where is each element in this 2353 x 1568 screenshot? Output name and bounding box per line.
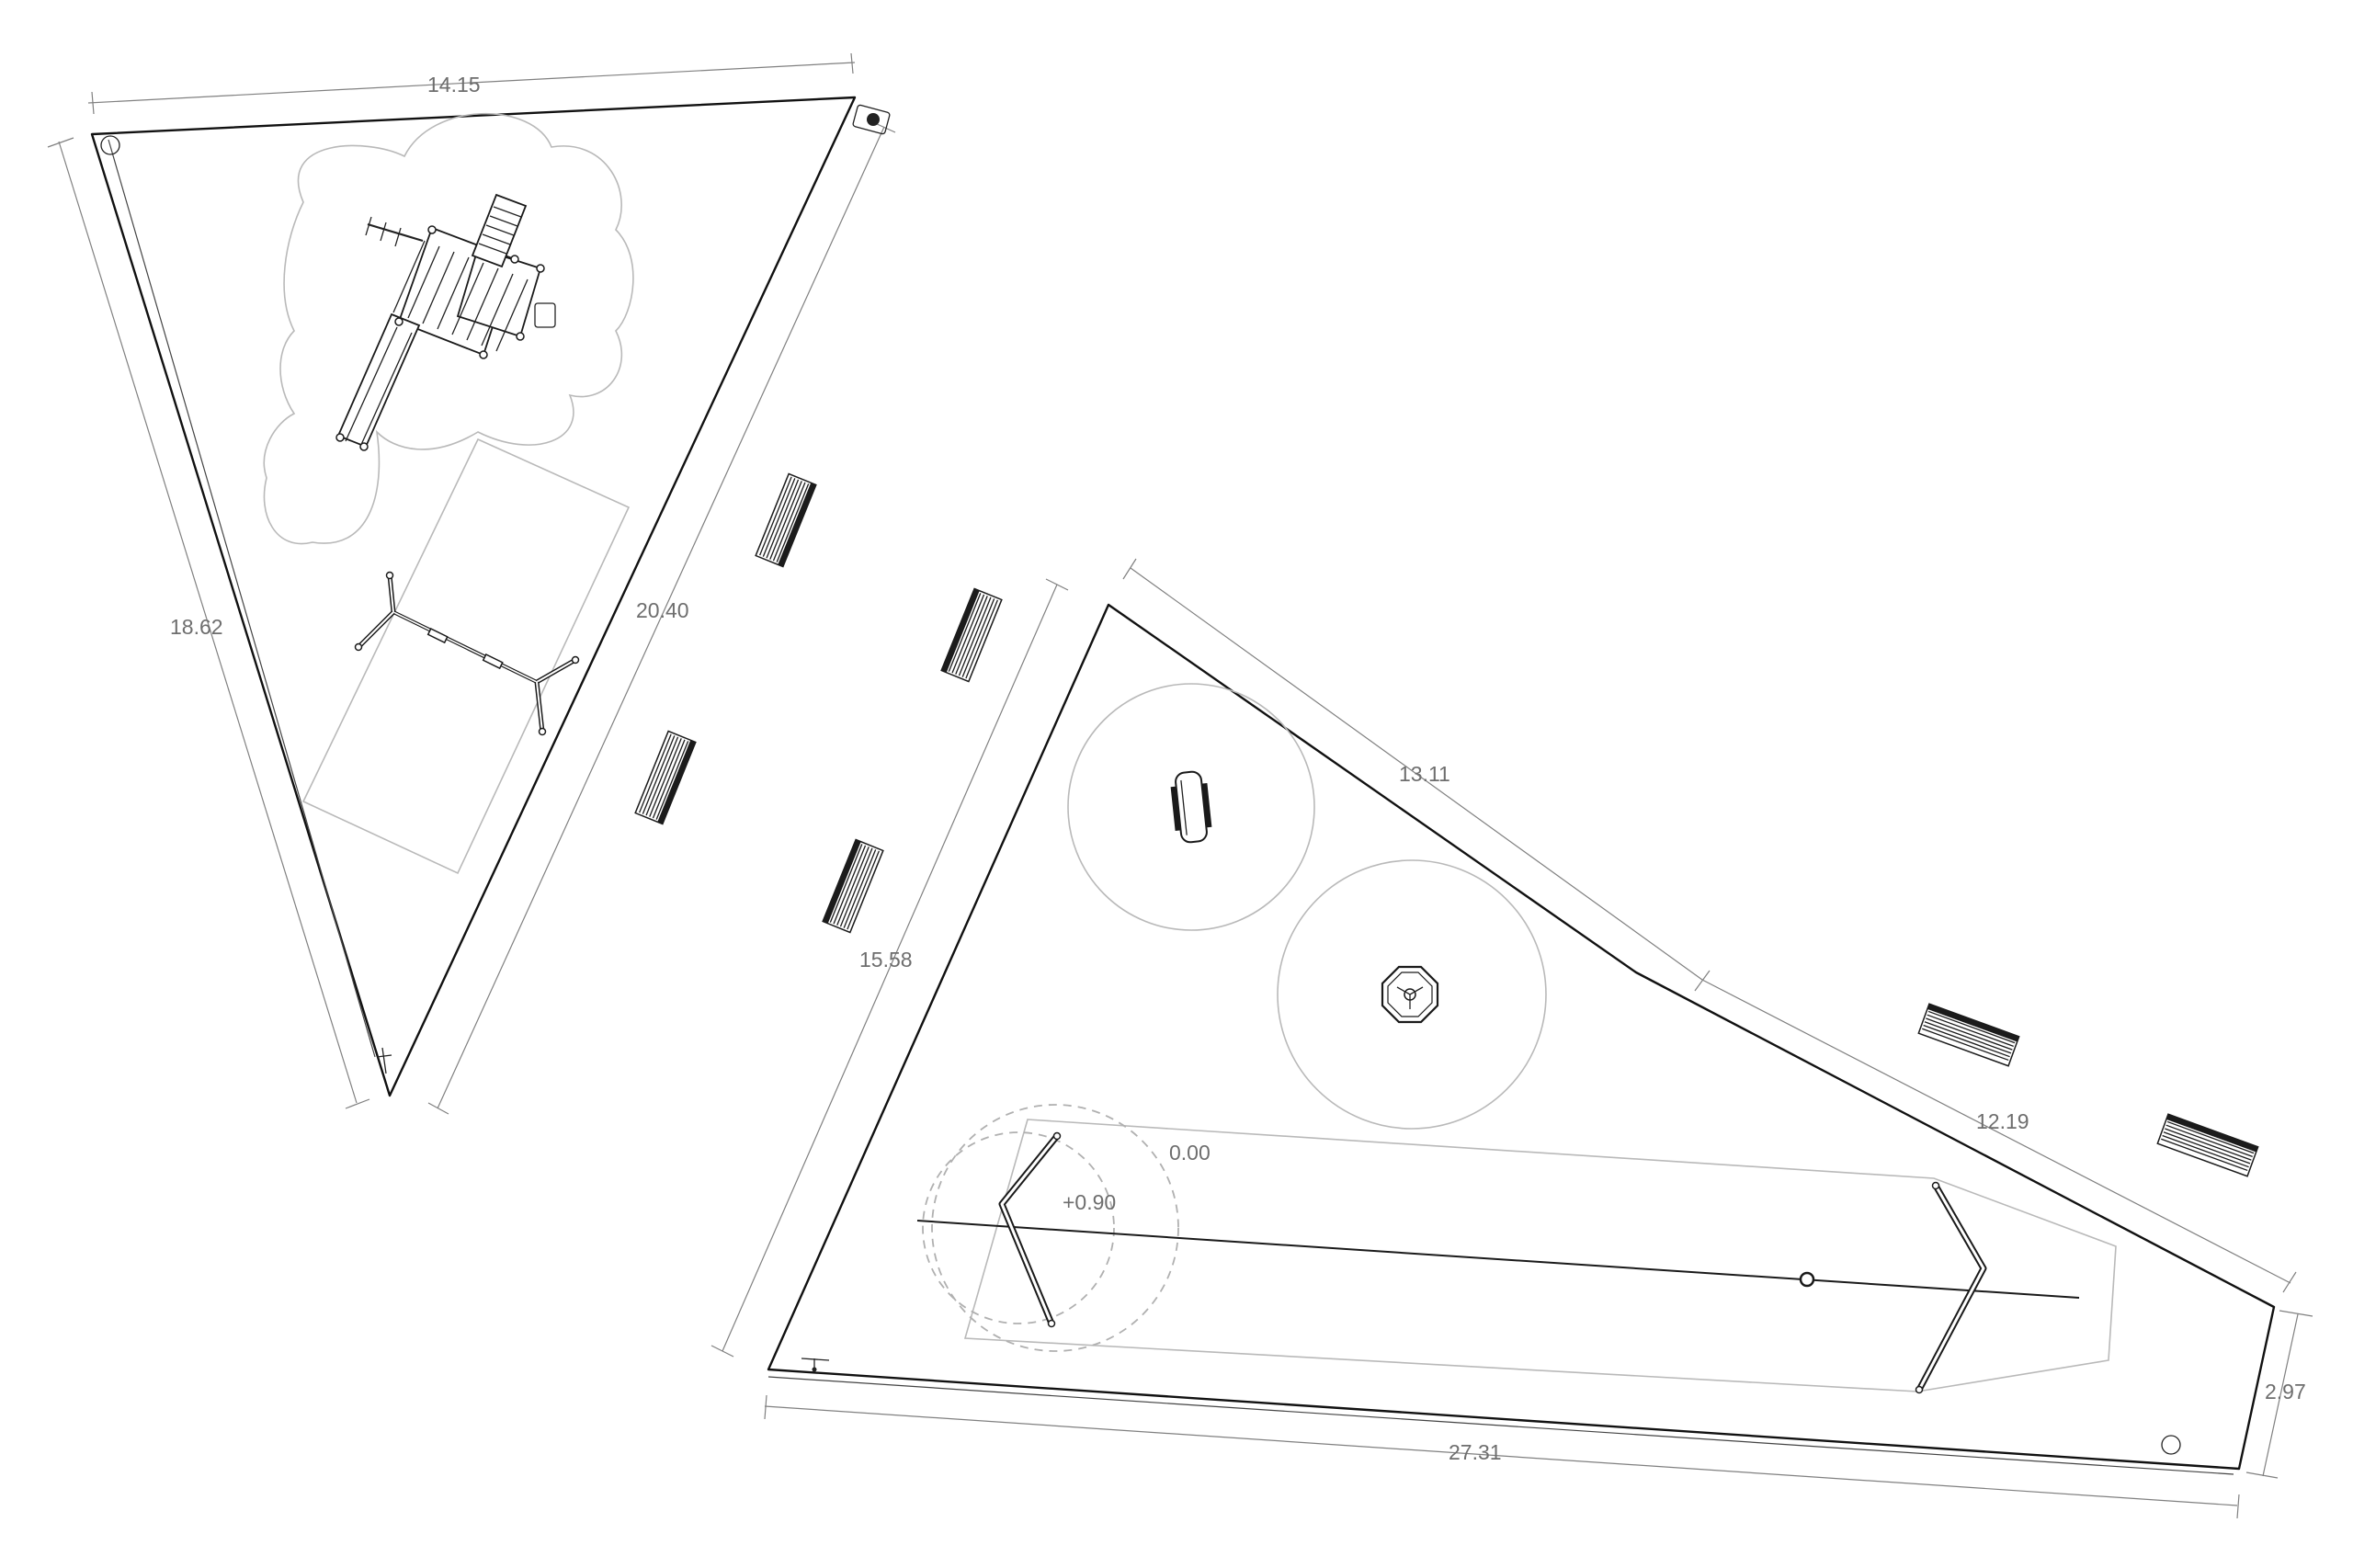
bench-icon — [2156, 1113, 2259, 1177]
dimension-label-north-top: 14.15 — [427, 73, 481, 97]
spring-rocker-icon — [1170, 770, 1212, 844]
dimension-south-east: 2.97 — [2245, 1310, 2313, 1479]
zipline-icon — [916, 1131, 2080, 1394]
zipline-safety-zone — [963, 1119, 2117, 1392]
dimension-label-north-right: 20.40 — [636, 598, 689, 622]
dimension-north-top: 14.15 — [87, 52, 856, 115]
benches-gap — [634, 472, 1003, 934]
north-plot: 14.15 18.62 20.40 — [47, 52, 896, 1115]
dimension-north-right: 20.40 — [427, 122, 896, 1115]
dimension-south-ne-upper: 13.11 — [1122, 558, 1711, 992]
play-tower-icon — [335, 193, 556, 451]
lamp-post-icon — [2161, 1435, 2181, 1455]
swing-safety-zone — [301, 437, 631, 875]
carousel-safety-zone — [1277, 859, 1547, 1130]
dimension-south-west: 15.58 — [710, 578, 1069, 1358]
lamp-post-icon — [100, 135, 120, 155]
dimension-south-bottom: 27.31 — [764, 1394, 2240, 1519]
south-plot: 15.58 13.11 12.19 2.97 27.31 — [710, 558, 2313, 1519]
bench-icon — [822, 838, 884, 934]
bench-icon — [940, 587, 1003, 683]
level-label-high: +0.90 — [1063, 1190, 1116, 1214]
bollard-icon — [376, 1047, 392, 1074]
north-plot-curb — [108, 139, 376, 1058]
dimension-label-south-ne-lower: 12.19 — [1976, 1109, 2029, 1133]
north-plot-boundary — [90, 96, 857, 1097]
bench-icon — [1917, 1003, 2020, 1067]
carousel-icon — [1381, 965, 1439, 1024]
dimension-label-north-left: 18.62 — [170, 615, 223, 639]
dimension-label-south-west: 15.58 — [859, 948, 913, 971]
waste-bin-icon — [852, 104, 891, 135]
play-tower-safety-zone — [263, 112, 634, 545]
dimension-south-ne-lower: 12.19 — [1701, 979, 2297, 1293]
bench-icon — [755, 472, 817, 568]
dimension-label-south-east: 2.97 — [2265, 1380, 2306, 1403]
launch-platform-outer-ring — [931, 1104, 1179, 1352]
level-label-low: 0.00 — [1169, 1141, 1211, 1165]
south-plot-curb — [767, 1376, 2234, 1475]
swing-set-icon — [354, 571, 580, 736]
south-plot-boundary — [767, 603, 2276, 1471]
bollard-icon — [801, 1358, 830, 1372]
spring-rocker-safety-zone — [1067, 683, 1315, 931]
benches-southeast — [1917, 1003, 2259, 1177]
dimension-label-south-bottom: 27.31 — [1449, 1440, 1502, 1464]
dimension-north-left: 18.62 — [47, 137, 370, 1109]
bench-icon — [634, 730, 697, 825]
dimension-label-south-ne-upper: 13.11 — [1399, 762, 1450, 786]
launch-platform-inner-ring — [922, 1131, 1115, 1324]
